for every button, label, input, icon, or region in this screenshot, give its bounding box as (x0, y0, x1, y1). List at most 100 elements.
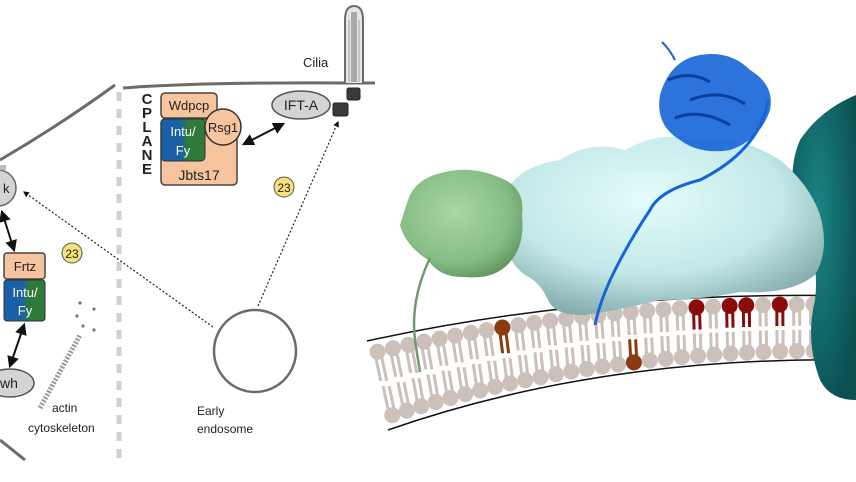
lipid-head (510, 317, 527, 334)
early-endosome-label-line2: endosome (197, 422, 253, 436)
early-endosome-circle (212, 308, 298, 394)
lipid-head (494, 319, 511, 336)
cilium-icon (344, 4, 364, 83)
lipid-head (472, 382, 489, 399)
blue-ribbon-tail (593, 99, 770, 326)
endosome-to-left-oval-dotted-arrow (23, 191, 214, 328)
ift-a-oval (271, 90, 331, 120)
badge-23-pcp: 23 (61, 242, 83, 264)
lipid-head (398, 402, 415, 419)
dsh-label: wh (0, 375, 18, 391)
ift-a-label: IFT-A (284, 97, 319, 113)
actin-label-line2: cytoskeleton (28, 421, 95, 435)
cell-membrane-left-segment (0, 83, 116, 162)
lipid-head (622, 303, 639, 320)
cplane-intu-fy-box (160, 118, 206, 162)
lipid-head (688, 299, 705, 316)
dsh-oval (0, 368, 35, 398)
pcp-top-oval-label: k (3, 181, 10, 196)
early-endosome-label-line1: Early (197, 404, 224, 418)
lipid-head (755, 296, 772, 313)
lipid-head (578, 361, 595, 378)
blue-ribbon-domain (659, 41, 771, 152)
pcp-intu-fy-box (3, 279, 46, 322)
intu-dsh-interaction-arrow (7, 322, 27, 369)
pale-cyan-protein-surface (503, 136, 824, 316)
lipid-head (547, 366, 564, 383)
lipid-head (671, 300, 688, 317)
lipid-head (413, 398, 430, 415)
lipid-head (788, 296, 805, 313)
svg-text:Rsg1: Rsg1 (208, 120, 238, 135)
basal-body-icon (332, 87, 361, 117)
lipid-head (487, 378, 504, 395)
svg-text:P: P (142, 105, 152, 122)
lipid-head (558, 310, 575, 327)
svg-text:23: 23 (277, 181, 291, 195)
lipid-head (478, 322, 495, 339)
svg-text:Frtz: Frtz (14, 259, 36, 274)
svg-text:Intu/: Intu/ (12, 285, 38, 300)
lipid-head (532, 369, 549, 386)
left-panel-cell-schematic: Cilia IFT-A C P L A N E Wdpcp Intu/ Fy J… (0, 4, 375, 462)
cilia-label: Cilia (303, 55, 329, 70)
svg-text:Intu/: Intu/ (170, 124, 196, 139)
membrane-stub (0, 165, 6, 170)
lipid-head (706, 346, 723, 363)
cplane-ift-interaction-arrow (241, 122, 286, 146)
lipid-head (657, 350, 674, 367)
lipid-head (610, 356, 627, 373)
lipid-head (457, 386, 474, 403)
green-protein-surface (400, 169, 523, 278)
membrane-inner-edge (387, 359, 856, 431)
svg-text:Wdpcp: Wdpcp (169, 98, 209, 113)
lipid-head (594, 358, 611, 375)
lipid-head (722, 345, 739, 362)
lipid-head (369, 343, 386, 360)
lipid-head (384, 407, 401, 424)
cell-membrane-bottom (0, 438, 26, 462)
lipid-head (431, 330, 448, 347)
lipid-head (517, 372, 534, 389)
pcp-top-oval (0, 169, 17, 207)
lipid-head (771, 296, 788, 313)
frtz-box (3, 252, 46, 280)
wdpcp-box (160, 92, 218, 119)
lipid-head (526, 314, 543, 331)
pcp-frtz-intu-fy-stack: Frtz Intu/ Fy (3, 252, 46, 322)
lipid-head (641, 352, 658, 369)
endosome-to-basal-body-dotted-arrow (257, 120, 339, 307)
oval-frtz-interaction-arrow (0, 209, 17, 253)
lipid-head (673, 349, 690, 366)
svg-text:23: 23 (65, 247, 79, 261)
lipid-head (400, 336, 417, 353)
badge-23-cplane: 23 (273, 176, 295, 198)
teal-protein-surface (792, 95, 856, 400)
lipid-head (427, 394, 444, 411)
lipid-head (788, 343, 805, 360)
lipid-head (502, 375, 519, 392)
lipid-head (415, 333, 432, 350)
cplane-complex: Wdpcp Intu/ Fy Jbts17 Rsg1 (160, 92, 242, 186)
lipid-head (721, 297, 738, 314)
lipid-head (563, 363, 580, 380)
rsg1-circle (204, 108, 242, 146)
right-panel-molecular-model (366, 41, 856, 431)
lipid-head (755, 343, 772, 360)
svg-text:C: C (142, 91, 153, 108)
lipid-head (689, 347, 706, 364)
cplane-vertical-label: C P L A N E (142, 91, 153, 178)
lipid-head (542, 312, 559, 329)
svg-text:A: A (142, 133, 153, 150)
actin-label-line1: actin (52, 401, 77, 415)
svg-text:Fy: Fy (18, 303, 33, 318)
svg-text:Jbts17: Jbts17 (178, 167, 219, 183)
svg-text:L: L (142, 119, 151, 136)
lipid-head (625, 354, 642, 371)
svg-text:Fy: Fy (176, 143, 191, 158)
lipid-head (385, 340, 402, 357)
lipid-head (738, 297, 755, 314)
lipid-head (772, 343, 789, 360)
green-protein-tether (412, 257, 432, 373)
